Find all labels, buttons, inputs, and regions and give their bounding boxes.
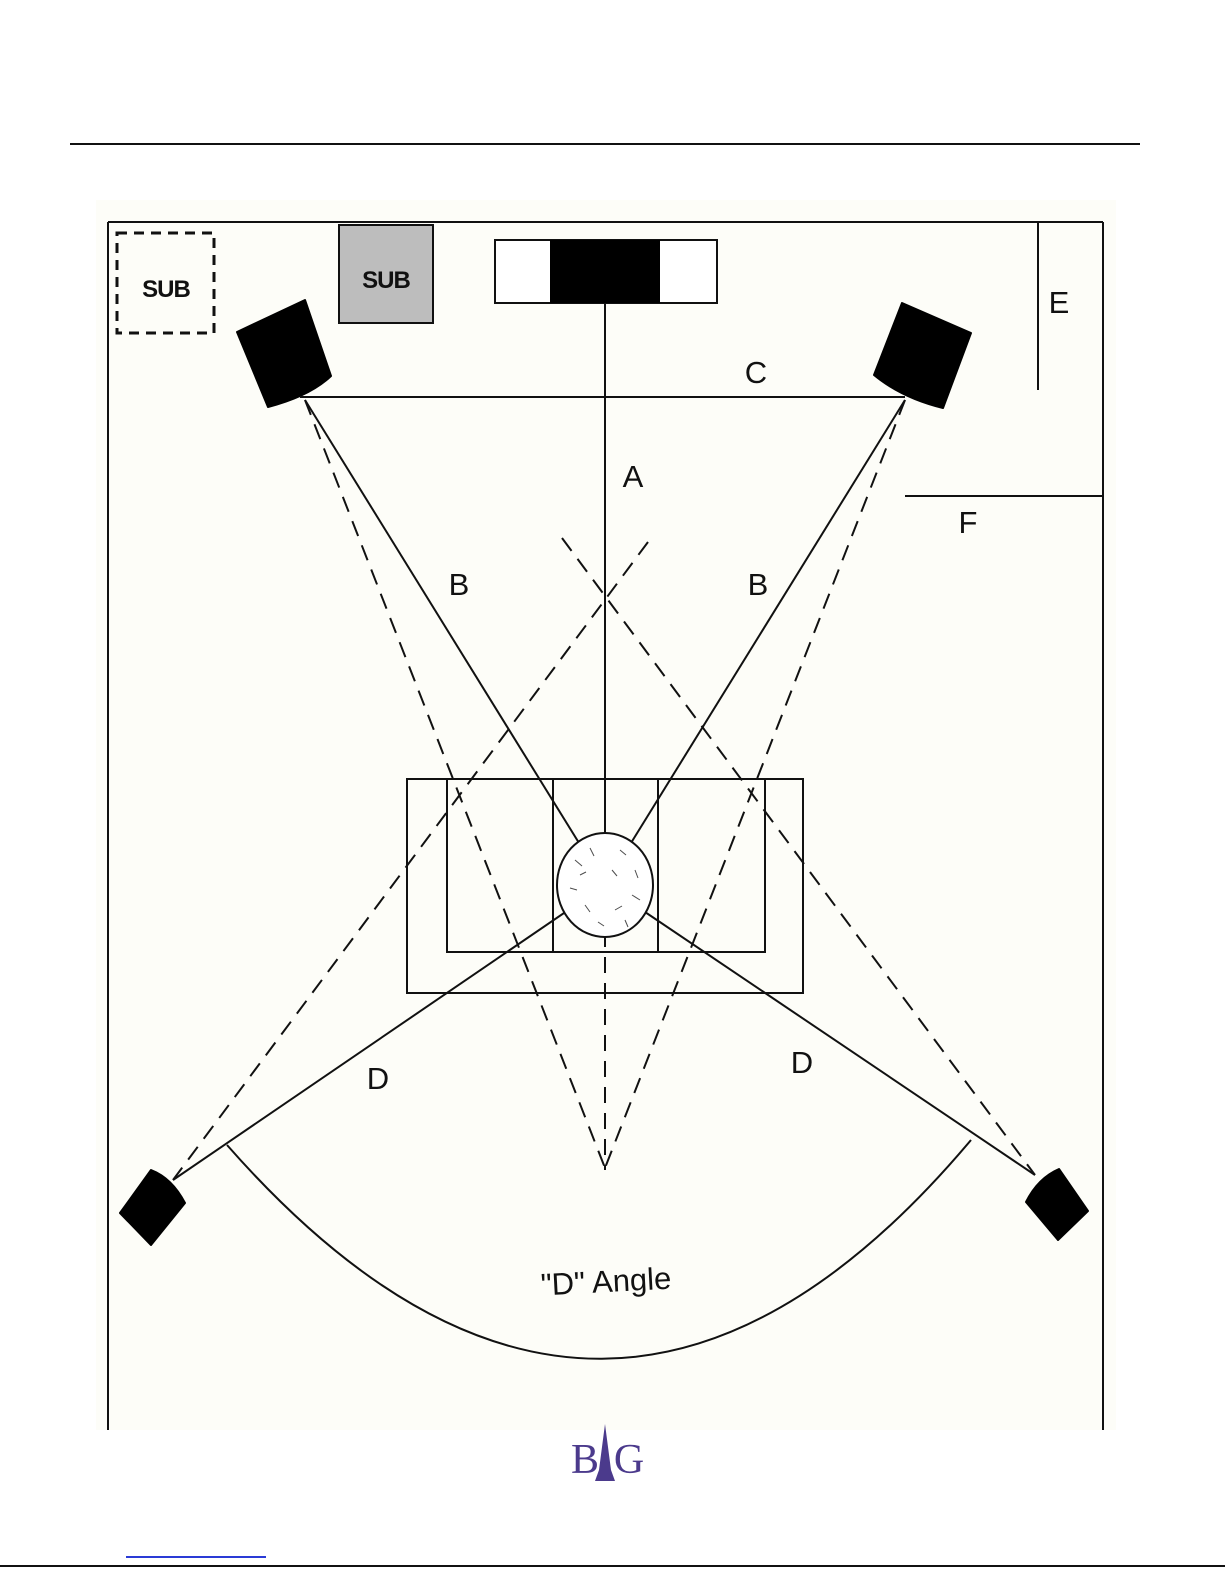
logo-left-letter: B <box>571 1437 599 1483</box>
label-b-left: B <box>449 567 470 602</box>
label-e: E <box>1049 285 1070 320</box>
big-logo: B G <box>571 1424 644 1483</box>
label-d-right: D <box>791 1045 813 1080</box>
primary-subwoofer: SUB <box>339 225 433 323</box>
label-b-right: B <box>748 567 769 602</box>
logo-right-letter: G <box>614 1437 644 1483</box>
primary-subwoofer-label: SUB <box>362 267 410 294</box>
label-a: A <box>623 459 644 494</box>
label-d-left: D <box>367 1061 389 1096</box>
label-c: C <box>745 355 767 390</box>
listener-head <box>557 833 653 937</box>
label-d-angle: "D" Angle <box>540 1261 672 1303</box>
label-f: F <box>959 505 978 540</box>
optional-subwoofer-label: SUB <box>142 276 190 303</box>
center-speaker-screen <box>495 240 717 303</box>
